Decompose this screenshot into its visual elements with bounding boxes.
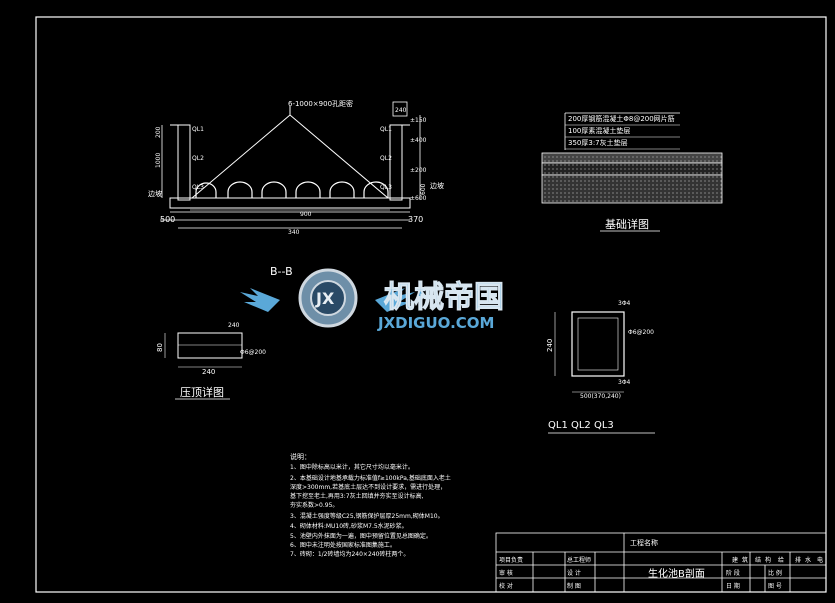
dim-lvl-150: ±150 bbox=[410, 117, 427, 124]
tb-date-label: 日 期 bbox=[726, 582, 740, 590]
disc-cell: 筑 bbox=[742, 556, 748, 564]
wing-icon bbox=[375, 288, 415, 312]
drawing-frame bbox=[35, 16, 827, 593]
dim-lvl-200: ±200 bbox=[410, 167, 427, 174]
tb-stage-label: 阶 段 bbox=[726, 569, 740, 577]
span-total: 340 bbox=[288, 229, 300, 236]
ql-top-dim: 3Φ4 bbox=[618, 300, 631, 307]
note-line: 6、图中未注明处按国家标准图集施工。 bbox=[290, 541, 396, 549]
arches bbox=[195, 181, 389, 198]
dim-h-1000: 1000 bbox=[155, 153, 162, 168]
cap-detail: 240 80 240 Φ6@200 压顶详图 bbox=[156, 322, 266, 400]
project-name-label: 工程名称 bbox=[630, 538, 658, 547]
note-line: 1、图中除标高以米计，其它尺寸均以毫米计。 bbox=[290, 463, 414, 471]
foundation-layer-2: 100厚素混凝土垫层 bbox=[568, 126, 630, 135]
ql-title: QL1 QL2 QL3 bbox=[548, 420, 614, 431]
foundation-layer-1: 200厚钢筋混凝土Φ8@200网片筋 bbox=[568, 114, 675, 123]
dim-left-500: 500 bbox=[160, 215, 175, 224]
dim-lvl-400: ±400 bbox=[410, 137, 427, 144]
note-line: 基下挖至老土,再用3:7灰土回填并夯实至设计标高, bbox=[290, 492, 424, 500]
note-line: 5、池壁内外抹面为一遍，图中预留位置见总图确定。 bbox=[290, 532, 432, 540]
note-line: 7、砖砌：1/2砖墙均为240×240砖柱两个。 bbox=[290, 550, 409, 558]
title-block bbox=[495, 532, 827, 593]
disc-cell: 构 bbox=[765, 556, 771, 564]
ql2-label: QL2 bbox=[192, 155, 204, 162]
foundation-title: 基础详图 bbox=[605, 217, 649, 231]
cap-top: 240 bbox=[228, 322, 240, 329]
note-line: 4、砌体材料:MU10砖,砂浆M7.5水泥砂浆。 bbox=[290, 522, 408, 530]
drawing-title: 生化池B剖面 bbox=[648, 567, 705, 580]
ql-right-2: QL2 bbox=[380, 155, 392, 162]
dim-lvl-600: ±600 bbox=[410, 195, 427, 202]
watermark-en: JXDIGUO.COM bbox=[377, 314, 494, 332]
discipline-row: 建 筑 结 构 给 排 水 电 bbox=[732, 556, 823, 564]
disc-cell: 水 bbox=[805, 556, 811, 564]
ql-side: 240 bbox=[546, 339, 554, 352]
watermark-badge: JX bbox=[315, 289, 335, 308]
dim-h-600: 600 bbox=[420, 183, 427, 195]
foundation-detail: 200厚钢筋混凝土Φ8@200网片筋 100厚素混凝土垫层 350厚3:7灰土垫… bbox=[541, 112, 723, 232]
span-inner: 900 bbox=[300, 211, 312, 218]
ql-right-3: QL3 bbox=[380, 184, 392, 191]
tb-r2c3: 设 计 bbox=[567, 569, 581, 577]
note-line: 深度>300mm,若基底土层达不到设计要求，需进行处理， bbox=[290, 483, 446, 491]
ql-bot-dim: 3Φ4 bbox=[618, 379, 631, 386]
note-line: 夯实系数>0.95。 bbox=[290, 501, 338, 509]
watermark-cn: 机械帝国 bbox=[384, 280, 504, 315]
watermark: JX 机械帝国 JXDIGUO.COM bbox=[240, 268, 505, 332]
disc-cell: 电 bbox=[817, 556, 823, 564]
arch-note: 6-1000×900孔距密 bbox=[288, 99, 353, 108]
cap-h: 80 bbox=[156, 343, 164, 352]
left-bank-label: 边坡 bbox=[148, 189, 162, 198]
wing-icon bbox=[240, 288, 280, 312]
dim-right-370: 370 bbox=[408, 215, 423, 224]
cap-title: 压顶详图 bbox=[180, 385, 224, 399]
note-line: 3、混凝土强度等级C25,钢筋保护层厚25mm,砌体M10。 bbox=[290, 512, 444, 520]
dim-h-200: 200 bbox=[155, 126, 162, 138]
tb-r1c1: 项目负责 bbox=[499, 556, 523, 564]
section-view: 6-1000×900孔距密 240 ±150 ±400 ±200 ±600 QL… bbox=[148, 99, 444, 278]
tb-r3c1: 校 对 bbox=[499, 582, 513, 590]
foundation-layer-3: 350厚3:7灰土垫层 bbox=[568, 138, 628, 147]
note-line: 2、本基础设计地基承载力标准值f≥100kPa,基础底面入老土 bbox=[290, 474, 451, 482]
ql-right-1: QL1 bbox=[380, 126, 392, 133]
disc-cell: 结 bbox=[755, 556, 761, 564]
cap-w: 240 bbox=[202, 368, 215, 376]
tb-r2c1: 审 核 bbox=[499, 569, 513, 577]
disc-cell: 排 bbox=[795, 556, 801, 564]
ql-detail: 3Φ4 Φ6@200 240 3Φ4 500(370,240) QL1 QL2 … bbox=[546, 300, 655, 434]
dim-top-240: 240 bbox=[395, 107, 407, 114]
ql1-label: QL1 bbox=[192, 126, 204, 133]
tb-r3c3: 制 图 bbox=[567, 582, 581, 590]
ql-width: 500(370,240) bbox=[580, 393, 621, 400]
tb-drawing-no-label: 图 号 bbox=[768, 583, 782, 590]
ql3-label: QL3 bbox=[192, 184, 204, 191]
disc-cell: 建 bbox=[732, 556, 738, 564]
tb-scale-label: 比 例 bbox=[768, 569, 782, 577]
notes-header: 说明： bbox=[290, 452, 311, 461]
right-bank-label: 边坡 bbox=[430, 181, 444, 190]
section-label: B--B bbox=[270, 265, 293, 278]
notes: 说明： 1、图中除标高以米计，其它尺寸均以毫米计。 2、本基础设计地基承载力标准… bbox=[290, 452, 451, 558]
tb-r1c3: 总工程师 bbox=[567, 556, 591, 564]
ql-rebar: Φ6@200 bbox=[628, 329, 654, 336]
cap-rebar: Φ6@200 bbox=[240, 349, 266, 356]
disc-cell: 给 bbox=[778, 556, 784, 564]
